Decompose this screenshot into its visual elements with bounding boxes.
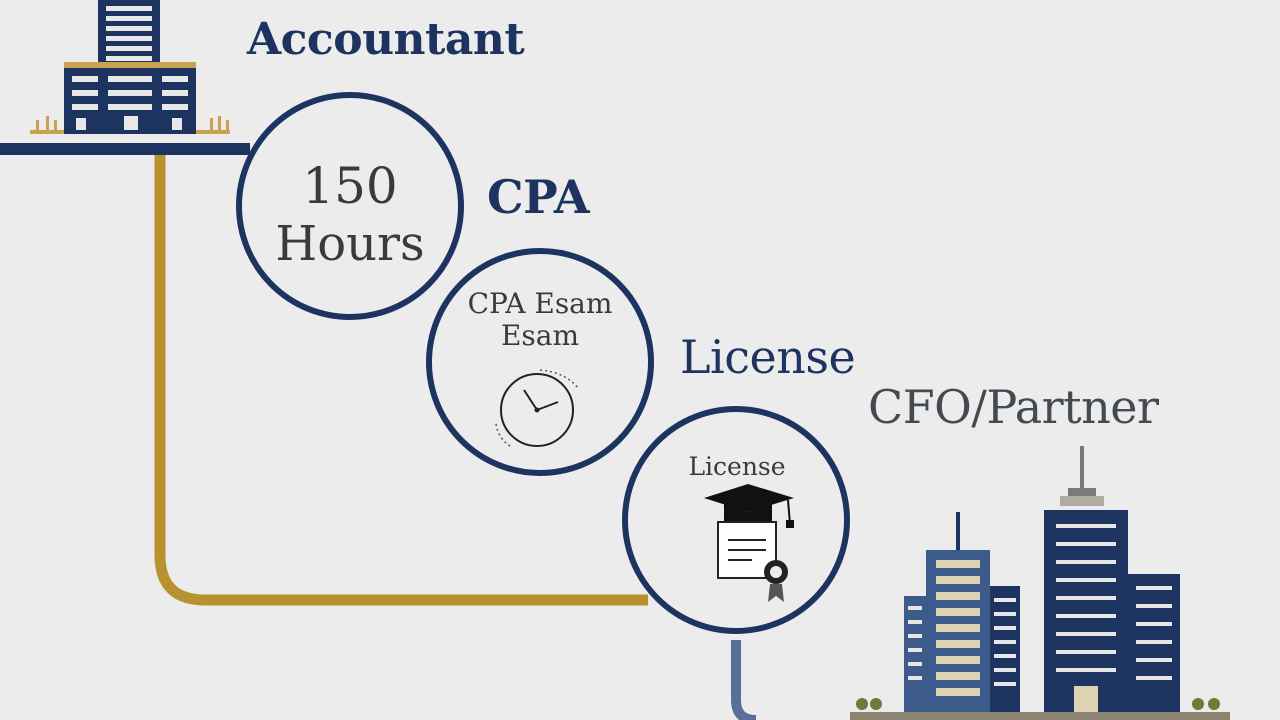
skyline-icon <box>850 446 1230 720</box>
certificate-icon <box>717 521 788 602</box>
exam-step-circle <box>426 248 654 476</box>
license-label: License <box>680 330 856 384</box>
exam-title-line2: Esam <box>500 319 580 352</box>
clock-icon <box>495 369 579 447</box>
hours-step-circle <box>236 92 464 320</box>
slate-connector-path <box>731 640 757 720</box>
office-building-icon <box>0 0 250 155</box>
cfo-partner-label: CFO/Partner <box>868 380 1159 434</box>
hours-unit: Hours <box>275 216 425 272</box>
hours-number: 150 <box>302 157 398 215</box>
license-circle-label: License <box>688 452 786 481</box>
gold-connector-path <box>154 150 648 606</box>
exam-title-line1: CPA Esam <box>467 287 613 320</box>
cpa-label: CPA <box>487 170 590 224</box>
accountant-label: Accountant <box>247 14 525 65</box>
